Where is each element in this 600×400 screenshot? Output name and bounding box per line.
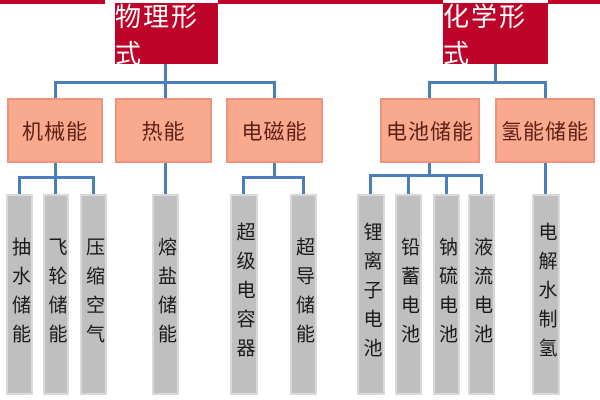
leaf-molten-salt-storage: 熔盐储能 <box>152 194 179 395</box>
node-mechanical-energy: 机械能 <box>7 98 103 163</box>
connector-line <box>428 163 431 175</box>
leaf-supercapacitor: 超级电容器 <box>230 194 258 395</box>
connector-line <box>369 174 372 194</box>
node-hydrogen-storage: 氢能储能 <box>495 98 595 163</box>
leaf-pumped-hydro-storage: 抽水储能 <box>6 194 33 395</box>
connector-line <box>164 81 167 98</box>
connector-line <box>544 81 547 98</box>
top-border-segment <box>548 0 600 4</box>
connector-line <box>407 174 410 194</box>
connector-line <box>164 163 167 194</box>
leaf-lead-acid-battery: 铅蓄电池 <box>395 194 422 395</box>
leaf-lithium-ion-battery: 锂离子电池 <box>357 194 385 395</box>
connector-line <box>54 81 57 98</box>
connector-line <box>445 174 448 194</box>
node-electromagnetic-energy: 电磁能 <box>226 98 323 163</box>
connector-line <box>428 81 431 98</box>
leaf-superconducting-storage: 超导储能 <box>290 194 317 395</box>
leaf-flow-battery: 液流电池 <box>468 194 495 395</box>
connector-line <box>428 81 547 84</box>
leaf-sodium-sulfur-battery: 钠硫电池 <box>433 194 460 395</box>
connector-line <box>54 176 57 194</box>
leaf-flywheel-storage: 飞轮储能 <box>43 194 69 395</box>
connector-line <box>92 176 95 194</box>
node-battery-storage: 电池储能 <box>380 98 480 163</box>
connector-line <box>302 176 305 194</box>
connector-line <box>54 163 57 177</box>
connector-line <box>544 163 547 194</box>
connector-line <box>242 176 305 179</box>
node-chemical-form: 化学形式 <box>443 3 548 69</box>
top-border-segment <box>0 0 105 4</box>
node-physical-form: 物理形式 <box>115 3 218 69</box>
node-thermal-energy: 热能 <box>115 98 212 163</box>
connector-line <box>494 64 497 82</box>
connector-line <box>369 174 483 177</box>
connector-line <box>273 81 276 98</box>
top-border-segment <box>218 0 443 4</box>
connector-line <box>242 176 245 194</box>
connector-line <box>164 64 167 82</box>
connector-line <box>273 163 276 177</box>
leaf-compressed-air: 压缩空气 <box>80 194 107 395</box>
connector-line <box>18 176 21 194</box>
leaf-water-electrolysis-hydrogen: 电解水制氢 <box>532 194 560 395</box>
connector-line <box>480 174 483 194</box>
